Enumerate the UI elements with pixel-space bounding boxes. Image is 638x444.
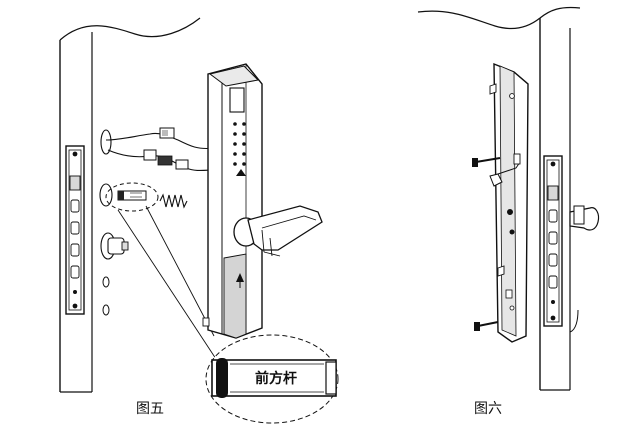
lever-handle-icon	[233, 205, 323, 257]
callout-leader-lines	[117, 205, 219, 363]
back-mounting-plate-icon	[489, 62, 529, 343]
spindle-callout: 前方杆	[205, 334, 339, 424]
mortise-lock-icon	[543, 155, 563, 327]
door-panel-icon	[59, 17, 201, 393]
figure-five: 前方杆	[59, 17, 339, 424]
front-handle-panel-icon	[202, 63, 263, 339]
cable-connector-icon	[105, 127, 215, 172]
door-edge-icon	[417, 6, 581, 391]
spindle-clip-icon	[489, 153, 521, 187]
mounting-screw-icon	[472, 157, 501, 331]
door-holes	[99, 129, 116, 316]
callout-label: 前方杆	[255, 370, 297, 387]
spring-icon	[159, 193, 188, 209]
figure-five-caption: 图五	[136, 401, 164, 417]
lock-cylinder-icon	[107, 237, 129, 255]
square-spindle-icon	[105, 182, 159, 212]
figure-six-caption: 图六	[474, 401, 502, 417]
keypad-icon	[233, 122, 246, 176]
mortise-lock-icon	[65, 145, 85, 315]
lever-handle-icon	[569, 205, 600, 333]
figure-six	[417, 6, 600, 391]
